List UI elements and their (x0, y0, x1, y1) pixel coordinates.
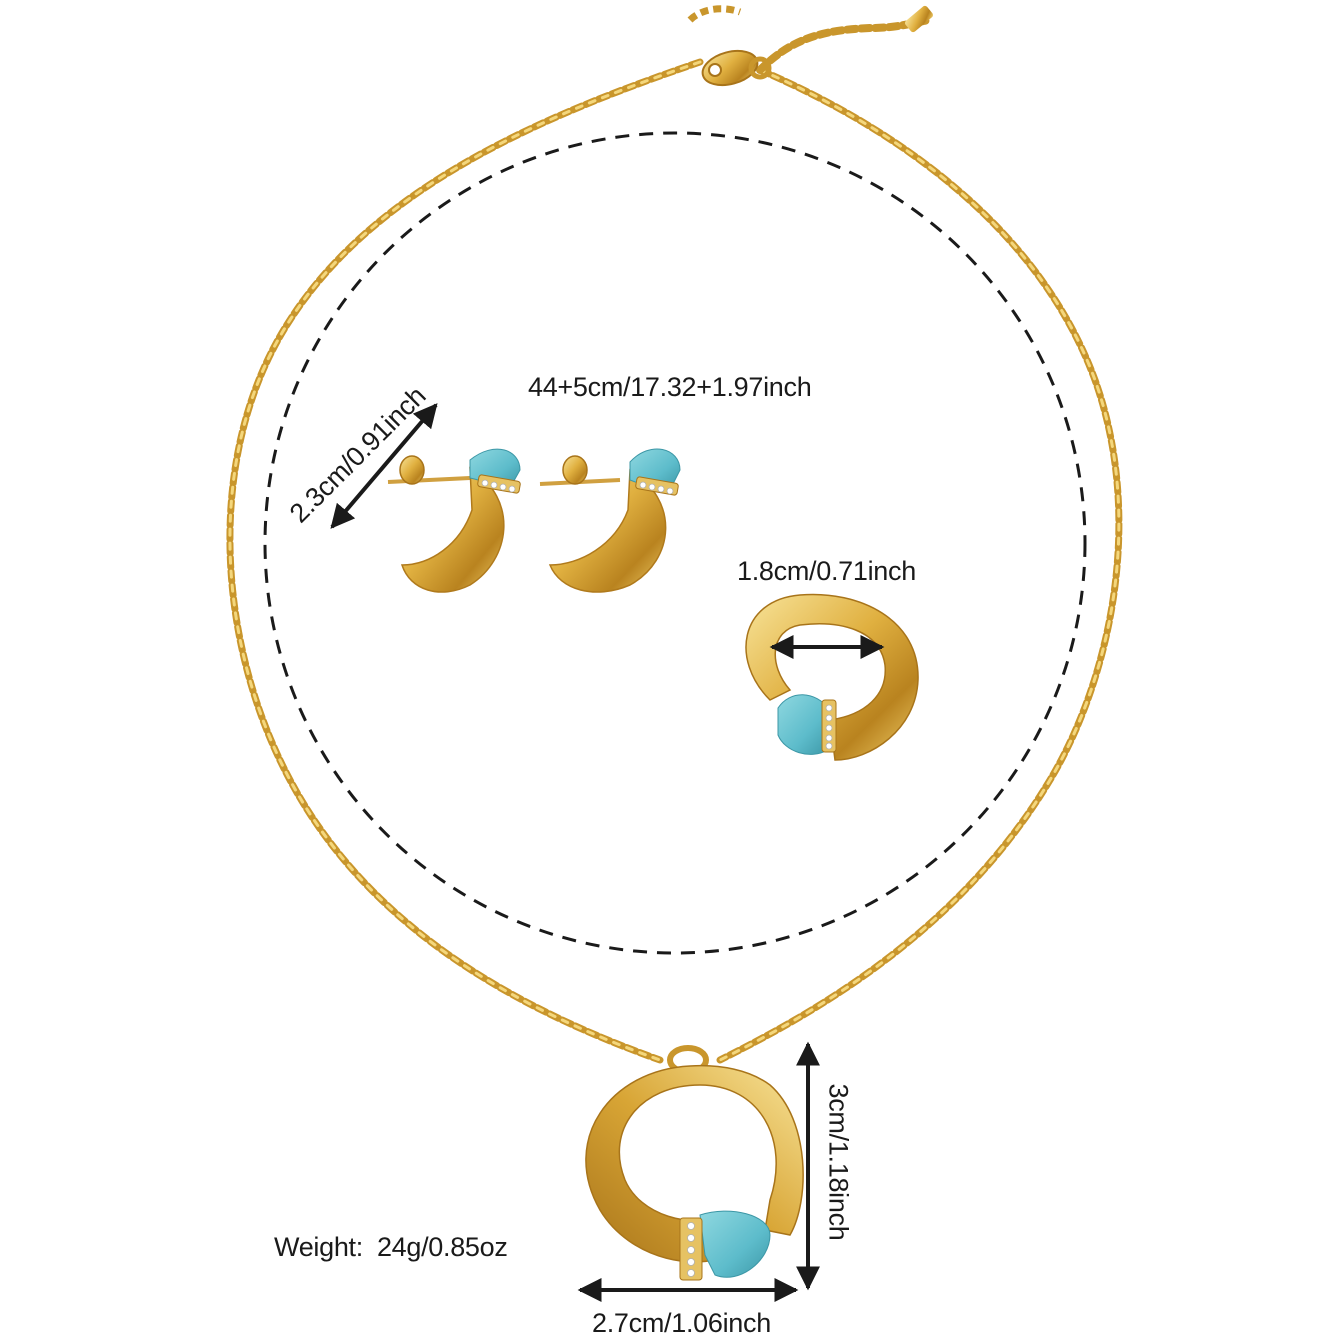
weight-value: 24g/0.85oz (376, 1232, 508, 1262)
chain-right-strand-highlight (718, 68, 1121, 1062)
length-indicator-circle (263, 131, 1087, 955)
pendant (585, 1045, 804, 1281)
extender-chain (756, 16, 934, 74)
necklace-chain (226, 5, 1123, 1064)
earring-dimension-arrow (330, 403, 438, 529)
weight-title: Weight: (274, 1232, 363, 1262)
lobster-clasp (701, 49, 772, 87)
chain-length-label: 44+5cm/17.32+1.97inch (528, 372, 812, 402)
extender-tag (905, 5, 933, 33)
earring-right (539, 448, 681, 593)
pendant-height-label: 3cm/1.18inch (823, 1083, 854, 1241)
weight-label: Weight: 24g/0.85oz (274, 1232, 508, 1263)
ring-size-label: 1.8cm/0.71inch (737, 556, 916, 586)
earring-left (387, 448, 521, 593)
extender-chain-top (687, 5, 742, 23)
ring (745, 593, 919, 761)
chain-left-strand-highlight (228, 60, 702, 1062)
pendant-width-label: 2.7cm/1.06inch (592, 1308, 771, 1338)
